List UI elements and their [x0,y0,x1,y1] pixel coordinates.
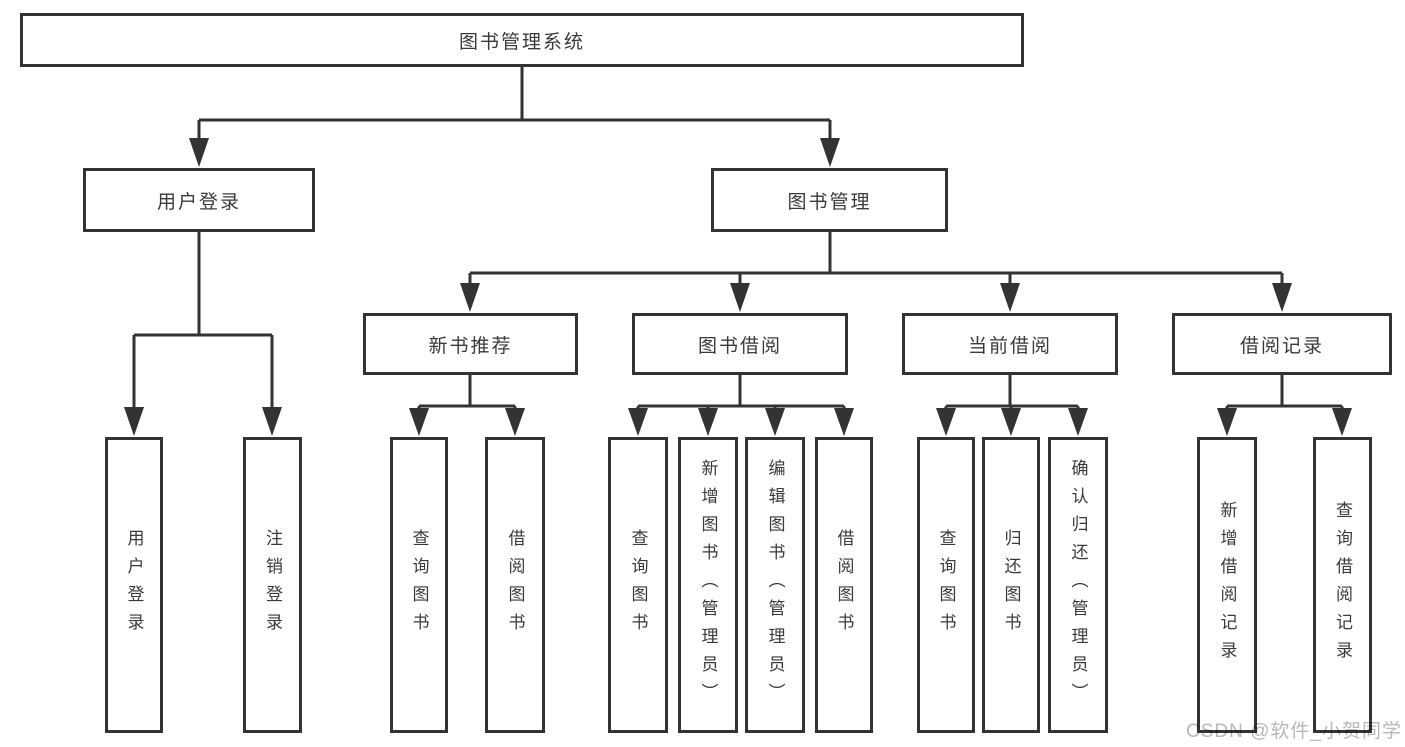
node-add-borrow-record: 新增借阅记录 [1197,437,1257,733]
watermark: CSDN @软件_小贺同学 [1186,721,1402,742]
node-query-books-current: 查询图书 [917,437,975,733]
node-borrow-books-borrowing: 借阅图书 [815,437,873,733]
connector-book-borrowing-children [628,375,854,436]
node-user-login: 用户登录 [83,168,315,232]
node-book-management: 图书管理 [711,168,948,232]
node-borrow-books-recommend: 借阅图书 [485,437,545,733]
node-query-borrow-record: 查询借阅记录 [1313,437,1372,733]
node-library-system: 图书管理系统 [20,13,1024,67]
node-add-books-admin: 新增图书（管理员） [678,437,738,733]
node-query-books-borrowing: 查询图书 [608,437,668,733]
node-borrow-records: 借阅记录 [1172,313,1392,375]
node-logout: 注销登录 [243,437,302,733]
connector-borrow-records-children [1217,375,1352,436]
connector-book-management-children [460,232,1292,312]
node-current-borrowing: 当前借阅 [902,313,1118,375]
node-return-books: 归还图书 [982,437,1040,733]
node-user-login-action: 用户登录 [105,437,163,733]
connector-current-borrowing-children [936,375,1088,436]
connector-root-to-level2 [189,67,840,167]
node-new-book-recommend: 新书推荐 [363,313,578,375]
node-book-borrowing: 图书借阅 [632,313,848,375]
connector-new-book-children [409,375,525,436]
node-query-books-recommend: 查询图书 [390,437,448,733]
node-edit-books-admin: 编辑图书（管理员） [745,437,805,733]
connector-user-login-children [124,232,282,436]
node-confirm-return-admin: 确认归还（管理员） [1048,437,1108,733]
